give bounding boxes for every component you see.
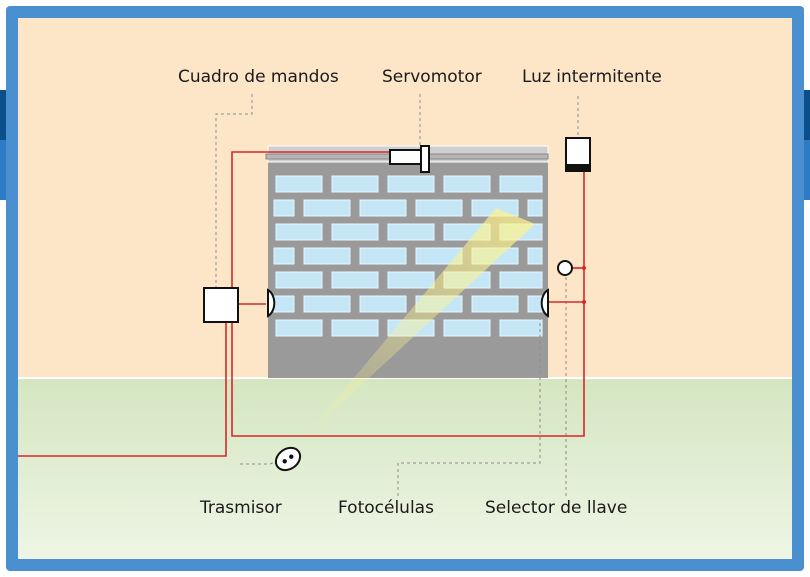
wire-junction-bottom — [582, 300, 586, 304]
wire-junction-top — [582, 266, 586, 270]
gate-brick — [443, 319, 491, 337]
flashing-light — [565, 137, 591, 172]
gate-brick — [359, 247, 407, 265]
transmitter-button-2 — [289, 454, 294, 459]
photocell-right — [540, 288, 549, 318]
label-key-selector: Selector de llave — [485, 498, 627, 518]
gate-brick — [499, 175, 543, 193]
gate-brick — [273, 199, 295, 217]
gate-brick — [527, 247, 543, 265]
flashing-light-base — [565, 164, 591, 172]
photocell-left — [267, 288, 276, 318]
gate-bottom-panel — [268, 342, 548, 378]
flashing-light-lamp — [565, 137, 591, 167]
leader-control-panel — [215, 94, 253, 290]
gate-brick — [527, 295, 543, 313]
gate-brick — [275, 223, 323, 241]
gate-brick — [273, 295, 295, 313]
gate-brick — [275, 271, 323, 289]
gate-brick — [303, 199, 351, 217]
gate-brick — [331, 319, 379, 337]
control-panel-box — [203, 287, 239, 323]
label-control-panel: Cuadro de mandos — [178, 67, 339, 87]
servomotor — [389, 145, 430, 173]
gate-brick — [331, 271, 379, 289]
gate — [267, 145, 549, 378]
ground-background — [18, 378, 792, 559]
transmitter-body — [274, 446, 302, 472]
gate-brick — [415, 199, 463, 217]
label-photocells: Fotocélulas — [338, 498, 434, 518]
gate-brick — [387, 223, 435, 241]
gate-brick — [471, 295, 519, 313]
leader-photocells — [397, 318, 541, 496]
gate-brick — [331, 175, 379, 193]
gate-brick — [359, 199, 407, 217]
wire-panel-to-outside — [18, 322, 227, 457]
gate-brick — [273, 247, 295, 265]
gate-brick — [499, 319, 543, 337]
gate-brick — [303, 247, 351, 265]
transmitter-beam — [302, 208, 535, 440]
gate-brick — [303, 295, 351, 313]
transmitter-button-1 — [282, 459, 287, 464]
gate-brick — [359, 295, 407, 313]
wire-panel-to-motor — [231, 151, 392, 288]
gate-brick — [387, 175, 435, 193]
gate-brick — [387, 271, 435, 289]
gate-brick — [331, 223, 379, 241]
gate-brick — [275, 175, 323, 193]
key-selector-device — [557, 260, 573, 276]
label-servomotor: Servomotor — [382, 67, 482, 87]
gate-brick — [275, 319, 323, 337]
gate-brick — [499, 271, 543, 289]
transmitter-device — [274, 446, 302, 472]
gate-brick — [443, 175, 491, 193]
servomotor-body — [389, 149, 423, 165]
servomotor-head — [420, 145, 430, 173]
gate-brick — [527, 199, 543, 217]
label-transmitter: Trasmisor — [199, 498, 282, 518]
label-flashing-light: Luz intermitente — [522, 67, 662, 87]
